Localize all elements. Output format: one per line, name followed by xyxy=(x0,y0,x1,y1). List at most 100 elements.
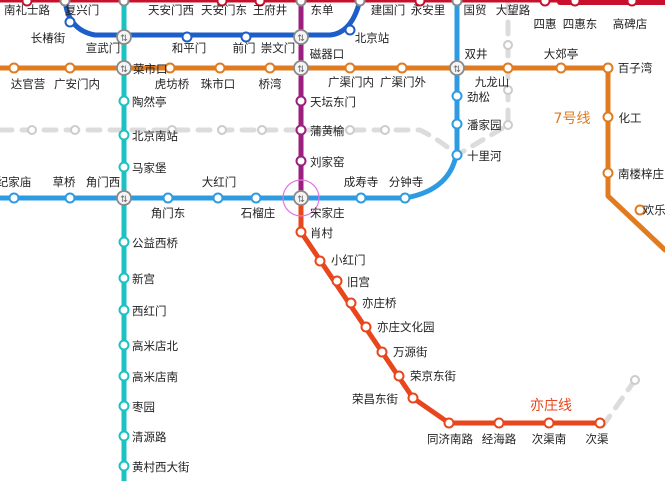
station-九龙山[interactable] xyxy=(502,62,514,74)
transfer-station-宋家庄[interactable]: ⇅ xyxy=(293,190,309,206)
station-刘家窑[interactable] xyxy=(295,155,307,167)
station-label: 次渠南 xyxy=(532,432,567,446)
station-次渠[interactable] xyxy=(594,417,606,429)
station-label: 角门西 xyxy=(86,175,121,189)
station-line1[interactable] xyxy=(569,0,581,7)
transfer-station-磁器口[interactable]: ⇅ xyxy=(293,60,309,76)
station-化工[interactable] xyxy=(602,111,614,123)
station-line1[interactable] xyxy=(451,0,463,7)
station-纪家庙[interactable] xyxy=(8,192,20,204)
station-大郊亭[interactable] xyxy=(555,62,567,74)
planned-station xyxy=(345,125,355,135)
station-百子湾[interactable] xyxy=(602,62,614,74)
station-label: 广渠门内 xyxy=(328,75,374,89)
station-劲松[interactable] xyxy=(451,90,463,102)
station-荣京东街[interactable] xyxy=(393,370,405,382)
station-达官营[interactable] xyxy=(8,62,20,74)
station-label: 角门东 xyxy=(151,206,186,220)
station-潘家园[interactable] xyxy=(451,118,463,130)
station-西红门[interactable] xyxy=(118,304,130,316)
station-line1[interactable] xyxy=(21,0,33,7)
station-肖村[interactable] xyxy=(295,226,307,238)
station-广渠门外[interactable] xyxy=(396,62,408,74)
station-label: 天坛东门 xyxy=(310,95,356,109)
station-label: 亦庄文化园 xyxy=(377,320,435,334)
station-角门东[interactable] xyxy=(162,192,174,204)
station-成寿寺[interactable] xyxy=(355,192,367,204)
station-label: 经海路 xyxy=(482,432,517,446)
station-荣昌东街[interactable] xyxy=(407,392,419,404)
highlight-ring xyxy=(282,179,320,217)
station-大红门[interactable] xyxy=(212,192,224,204)
station-line1[interactable] xyxy=(626,0,638,7)
transfer-station-宣武门[interactable]: ⇅ xyxy=(116,29,132,45)
station-label: 成寿寺 xyxy=(344,175,379,189)
station-北京站[interactable] xyxy=(344,24,356,36)
station-旧宫[interactable] xyxy=(331,275,343,287)
station-亦庄文化园[interactable] xyxy=(360,321,372,333)
station-黄村西大街[interactable] xyxy=(118,460,130,472)
transfer-station-角门西[interactable]: ⇅ xyxy=(116,190,132,206)
station-蒲黄榆[interactable] xyxy=(295,124,307,136)
station-line1[interactable] xyxy=(118,0,130,7)
station-label: 亦庄桥 xyxy=(362,296,397,310)
station-高米店北[interactable] xyxy=(118,339,130,351)
station-亦庄桥[interactable] xyxy=(345,297,357,309)
station-label: 和平门 xyxy=(172,41,207,55)
station-枣园[interactable] xyxy=(118,400,130,412)
station-line1[interactable] xyxy=(295,0,307,7)
station-line1[interactable] xyxy=(414,0,426,7)
station-label: 四惠东 xyxy=(563,17,598,31)
station-南楼梓庄[interactable] xyxy=(602,167,614,179)
station-石榴庄[interactable] xyxy=(250,192,262,204)
station-line1[interactable] xyxy=(539,0,551,7)
station-清源路[interactable] xyxy=(118,430,130,442)
planned-station xyxy=(70,125,80,135)
transfer-station-双井[interactable]: ⇅ xyxy=(449,60,465,76)
station-label: 磁器口 xyxy=(310,47,345,61)
station-前门[interactable] xyxy=(240,31,252,43)
station-label: 崇文门 xyxy=(261,41,296,55)
station-同济南路[interactable] xyxy=(443,417,455,429)
station-新宫[interactable] xyxy=(118,272,130,284)
station-label: 王府井 xyxy=(253,3,288,17)
station-十里河[interactable] xyxy=(451,149,463,161)
station-小红门[interactable] xyxy=(314,255,326,267)
station-桥湾[interactable] xyxy=(264,62,276,74)
planned-station xyxy=(257,125,267,135)
station-草桥[interactable] xyxy=(64,192,76,204)
station-和平门[interactable] xyxy=(181,31,193,43)
station-公益西桥[interactable] xyxy=(118,236,130,248)
station-北京南站[interactable] xyxy=(118,129,130,141)
station-line1[interactable] xyxy=(354,0,366,7)
station-虎坊桥[interactable] xyxy=(164,62,176,74)
transfer-station-崇文门[interactable]: ⇅ xyxy=(293,29,309,45)
station-label: 肖村 xyxy=(310,226,333,240)
station-欢乐谷[interactable] xyxy=(634,204,646,216)
station-line1[interactable] xyxy=(254,0,266,7)
station-经海路[interactable] xyxy=(493,417,505,429)
station-长椿街[interactable] xyxy=(64,16,76,28)
station-line1[interactable] xyxy=(216,0,228,7)
station-label: 潘家园 xyxy=(467,118,502,132)
station-天坛东门[interactable] xyxy=(295,95,307,107)
station-label: 南楼梓庄 xyxy=(618,167,664,181)
transfer-station-菜市口[interactable]: ⇅ xyxy=(116,60,132,76)
station-陶然亭[interactable] xyxy=(118,95,130,107)
station-line1[interactable] xyxy=(59,0,71,7)
station-珠市口[interactable] xyxy=(214,62,226,74)
transfer-icon: ⇅ xyxy=(297,65,305,75)
station-万源街[interactable] xyxy=(376,346,388,358)
station-高米店南[interactable] xyxy=(118,370,130,382)
station-广安门内[interactable] xyxy=(64,62,76,74)
station-次渠南[interactable] xyxy=(543,417,555,429)
station-马家堡[interactable] xyxy=(118,161,130,173)
station-分钟寺[interactable] xyxy=(399,192,411,204)
transfer-icon: ⇅ xyxy=(120,195,128,205)
station-广渠门内[interactable] xyxy=(344,62,356,74)
planned-station xyxy=(630,375,640,385)
station-label: 大红门 xyxy=(202,175,237,189)
station-label: 大望路 xyxy=(496,3,531,17)
